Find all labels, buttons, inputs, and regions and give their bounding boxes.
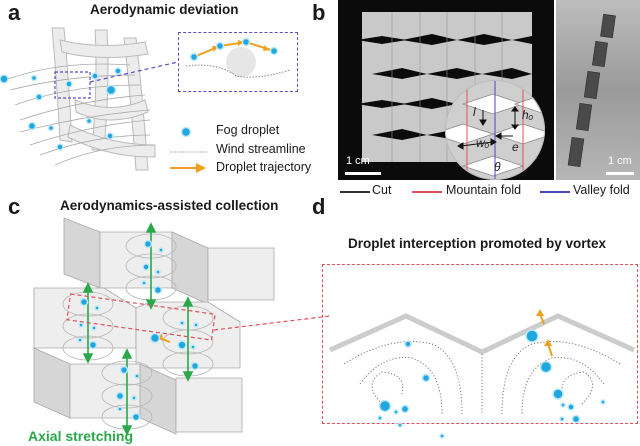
stretched-sheet-photo: 1 cm xyxy=(556,0,640,180)
mountain-fold-line-icon xyxy=(412,191,442,193)
panel-c-droplets xyxy=(77,239,200,422)
var-e: e xyxy=(512,140,519,154)
panel-d-trajectory-arrows xyxy=(536,309,553,357)
legend-valley-fold: Valley fold xyxy=(573,183,630,197)
callout-line xyxy=(89,61,179,83)
panel-c-title: Aerodynamics-assisted collection xyxy=(60,198,279,213)
axial-stretching-label: Axial stretching xyxy=(28,428,134,444)
panel-c-letter: c xyxy=(8,194,21,219)
scale-label-right: 1 cm xyxy=(608,155,632,167)
vortex-streamlines xyxy=(343,341,621,415)
var-theta: θ xyxy=(494,160,501,174)
var-l: l xyxy=(473,105,476,119)
panel-d-title: Droplet interception promoted by vortex xyxy=(348,236,607,251)
axial-stretching-arrows xyxy=(82,222,194,436)
inset-droplets xyxy=(189,37,279,62)
dimension-arrows xyxy=(457,106,519,150)
fog-droplet-icon xyxy=(180,126,192,138)
droplet-trajectory-arrow-icon xyxy=(170,163,206,173)
zoom-inset-box xyxy=(178,32,298,92)
panel-a-letter: a xyxy=(8,0,21,25)
panel-d-letter: d xyxy=(312,194,326,219)
mesh-fibers xyxy=(51,27,156,171)
cut-line-icon xyxy=(340,191,370,193)
wind-streamline-lower xyxy=(185,64,291,78)
wind-streamline-icon xyxy=(170,151,208,153)
panel-b-letter: b xyxy=(312,0,326,25)
panel-c-callout-box xyxy=(66,293,216,341)
droplet-trajectory xyxy=(193,40,275,58)
unit-cell-inset xyxy=(445,80,545,180)
kirigami-cross-section xyxy=(328,313,636,355)
scale-bar-right xyxy=(606,172,634,175)
var-h0: hₒ xyxy=(522,108,534,122)
panel-a-title: Aerodynamic deviation xyxy=(90,2,239,17)
var-w0: wₒ xyxy=(476,136,490,150)
legend-droplet-trajectory: Droplet trajectory xyxy=(216,160,312,174)
kirigami-panels xyxy=(33,217,275,435)
panel-d-vortex-illustration xyxy=(328,309,636,439)
stretched-kirigami xyxy=(567,13,616,168)
fog-droplets xyxy=(0,67,122,151)
legend-cut: Cut xyxy=(372,183,392,197)
panel-a-mesh-illustration xyxy=(0,27,179,171)
scale-bar-left xyxy=(345,172,381,175)
zoom-region-box xyxy=(54,71,91,99)
panel-c-kirigami-illustration xyxy=(33,217,331,436)
panel-d-droplets xyxy=(377,329,606,439)
valley-fold-line-icon xyxy=(540,191,570,193)
legend-fog-droplet: Fog droplet xyxy=(216,123,280,137)
fiber-cross-section xyxy=(226,47,256,77)
legend-mountain-fold: Mountain fold xyxy=(446,183,522,197)
panel-c-callout-line xyxy=(213,315,331,331)
scale-label-left: 1 cm xyxy=(346,155,370,167)
legend-wind-streamline: Wind streamline xyxy=(216,142,306,156)
panel-d-frame xyxy=(322,264,638,424)
zoom-inset-illustration xyxy=(185,37,291,78)
